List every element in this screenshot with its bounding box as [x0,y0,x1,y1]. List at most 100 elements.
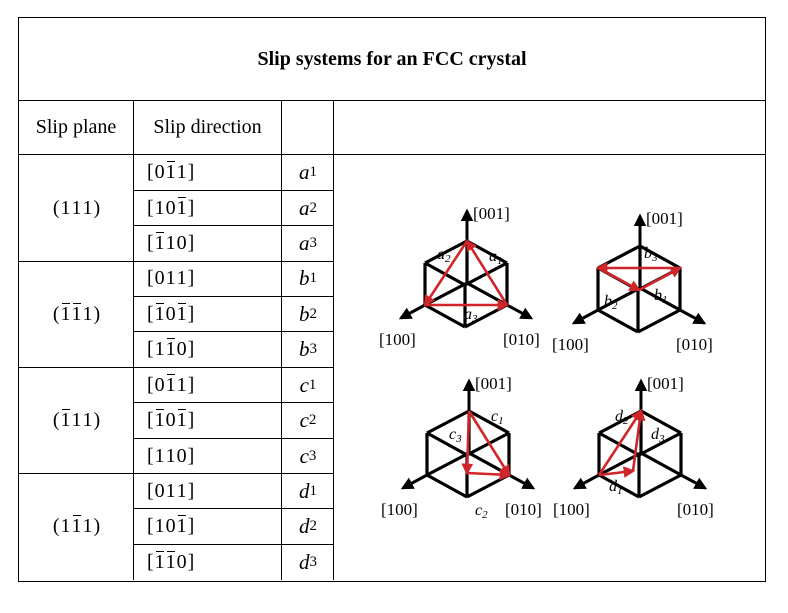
axis-100-arrow [572,473,600,490]
vector-label-d1: d1 [609,478,623,497]
slip-vector-c1 [467,410,511,477]
vector-symbol: b [654,287,662,304]
axis-label-010: [010] [676,335,713,354]
index-char: 1 [154,196,165,219]
barred-digit: 1 [176,302,187,325]
index-char: ( [52,302,60,325]
slip-vector-c3 [461,410,474,476]
vector-label-a3: a3 [464,306,478,325]
index-char: 1 [165,479,176,502]
slip-vector-d2 [597,409,643,476]
vector-symbol: d [609,478,618,495]
symbol-index: 3 [309,235,318,252]
index-char: 1 [176,267,187,290]
index-char: 0 [176,338,187,361]
slip-vector-c2 [466,468,512,481]
index-char: 0 [165,196,176,219]
vector-label-c2: c2 [475,502,488,521]
index-char: 0 [154,479,165,502]
cube-edge [597,286,641,312]
vector-symbol: b [604,293,612,310]
slip-vector-d1 [598,466,636,478]
index-char: [ [147,479,154,502]
index-char: 1 [165,444,176,467]
index-char: 1 [71,196,82,219]
symbol-index: 2 [308,412,317,429]
vector-label-b2: b2 [604,293,618,312]
index-char: 1 [82,515,93,538]
axis-010-arrow [680,473,708,490]
index-char: 1 [82,196,93,219]
barred-digit: 1 [165,338,176,361]
symbol-index: 1 [309,270,318,287]
axis-010-arrow [508,473,536,490]
index-char: 1 [165,267,176,290]
index-char: [ [147,161,154,184]
axis-label-010: [010] [677,500,714,519]
header-label [282,101,334,155]
index-char: 0 [154,267,165,290]
cube-edge [638,431,682,457]
row-divider [134,543,334,545]
index-char: 0 [165,409,176,432]
vector-label-a1: a1 [489,248,503,267]
index-char: ] [187,161,195,184]
vector-symbol: c [475,502,482,519]
index-char: ) [93,515,101,538]
symbol-index: 1 [309,482,318,499]
axis-label-010: [010] [503,330,540,349]
cube-edge [640,451,682,477]
symbol-index: 3 [308,447,317,464]
vector-index: 2 [612,300,618,312]
index-char: 1 [165,232,176,255]
symbol-letter: c [299,408,309,433]
vector-index: 2 [445,253,451,265]
index-char: [ [147,338,154,361]
barred-digit: 1 [154,409,165,432]
axis-010-arrow [506,303,534,320]
row-divider [134,225,334,227]
row-divider [134,331,334,333]
index-char: 1 [176,479,187,502]
index-char: ] [187,550,195,573]
row-divider [134,402,334,404]
index-char: ] [187,409,195,432]
symbol-index: 2 [309,305,318,322]
barred-digit: 1 [60,409,71,432]
index-char: ] [187,338,195,361]
index-char: [ [147,515,154,538]
index-char: ] [187,479,195,502]
index-char: 1 [60,196,71,219]
symbol-index: 1 [309,164,318,181]
barred-digit: 1 [176,515,187,538]
slip-vector-a1 [465,239,509,306]
vector-symbol: a [437,246,445,263]
index-char: ( [52,196,60,219]
row-divider [19,260,334,262]
slip-vector-b1 [638,266,683,292]
index-char: ) [93,302,101,325]
slip-vector-a2 [423,240,469,307]
index-char: ] [187,515,195,538]
axis-label-001: [001] [473,204,510,223]
slip-vector-d3 [631,408,646,472]
index-char: 0 [165,515,176,538]
symbol-letter: c [299,443,309,468]
column-divider [133,155,135,580]
index-char: 0 [154,373,165,396]
symbol-letter: c [299,372,309,397]
